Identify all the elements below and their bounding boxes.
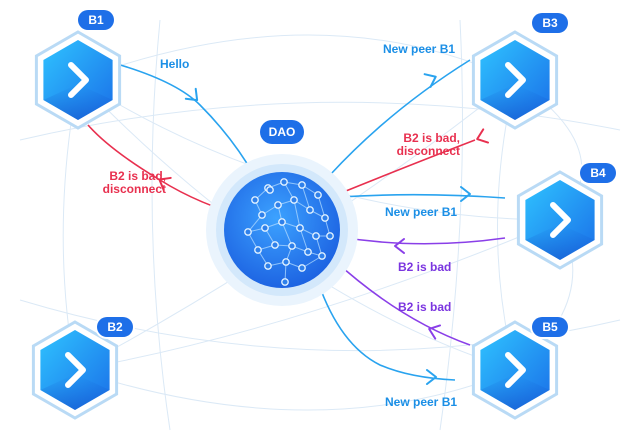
dao-network-dot <box>264 262 272 270</box>
arrowhead-icon <box>423 73 437 88</box>
edge-b1-to-dao <box>109 61 259 183</box>
arrowhead-icon <box>428 324 442 340</box>
chevron-right-icon <box>505 352 526 388</box>
dao-network-dot <box>296 224 304 232</box>
edge-dao-to-b3 <box>329 59 471 176</box>
node-hex-shade <box>525 224 595 260</box>
dao-network-link <box>317 194 326 219</box>
dao-network-dot <box>282 258 290 266</box>
edge-layer <box>87 59 506 385</box>
edge-line <box>339 193 506 199</box>
dao-network-dot <box>321 214 329 222</box>
edge-label-b2-bad-b4: B2 is bad <box>398 260 452 274</box>
node-b5 <box>471 320 559 420</box>
node-hex-shade <box>40 374 110 410</box>
dao-network-link <box>293 199 301 229</box>
edge-line <box>333 259 471 346</box>
edge-dao-to-b5 <box>317 281 456 385</box>
node-badge-b4: B4 <box>580 163 616 183</box>
dao-network-dot <box>290 196 298 204</box>
dao-network-dot <box>306 206 314 214</box>
edge-b3-to-dao <box>335 128 490 196</box>
node-b1 <box>34 30 122 130</box>
dao-network-dot <box>251 196 259 204</box>
dao-network-link <box>301 184 311 211</box>
node-layer <box>31 30 604 420</box>
dao-network-dot <box>318 252 326 260</box>
node-hex-shade <box>480 84 550 120</box>
edge-line <box>339 236 506 245</box>
dao-network-dot <box>274 201 282 209</box>
dao-network-dot <box>261 224 269 232</box>
dao-network-dot <box>314 191 322 199</box>
dao-network-dot <box>298 181 306 189</box>
dao-network-link <box>281 221 293 247</box>
dao-network-icon <box>244 178 334 286</box>
dao-network-dot <box>271 241 279 249</box>
dao-network-link <box>299 227 309 253</box>
dao-network-dot <box>278 218 286 226</box>
edge-dao-to-b4 <box>339 186 506 202</box>
node-b2 <box>31 320 119 420</box>
node-hex-shade <box>480 374 550 410</box>
edge-line <box>335 139 476 196</box>
arrowhead-icon <box>394 238 405 254</box>
dao-badge: DAO <box>260 120 304 144</box>
arrowhead-icon <box>476 128 490 144</box>
dao-network-dot <box>266 186 274 194</box>
dao-hub <box>206 154 358 306</box>
dao-network-dot <box>304 248 312 256</box>
dao-network-dot <box>280 178 288 186</box>
dao-network-dot <box>288 242 296 250</box>
node-badge-b5: B5 <box>532 317 568 337</box>
node-b4 <box>516 170 604 270</box>
edge-line <box>317 281 456 381</box>
edge-label-b2-bad-b5: B2 is bad <box>398 300 452 314</box>
arrowhead-icon <box>426 369 437 385</box>
chevron-right-icon <box>68 62 89 98</box>
chevron-right-icon <box>505 62 526 98</box>
edge-label-hello: Hello <box>160 57 190 71</box>
dao-network-dot <box>326 232 334 240</box>
dao-network-dot <box>254 246 262 254</box>
node-badge-b1: B1 <box>78 10 114 30</box>
arrowhead-icon <box>158 176 172 192</box>
node-b3 <box>471 30 559 130</box>
dao-network-dot <box>298 264 306 272</box>
edge-dao-to-b5 <box>333 259 471 346</box>
dao-core <box>224 172 340 288</box>
chevron-right-icon <box>65 352 86 388</box>
dao-network-dot <box>312 232 320 240</box>
edge-line <box>109 61 259 183</box>
chevron-right-icon <box>550 202 571 238</box>
edge-label-new-peer-b5: New peer B1 <box>385 395 458 409</box>
node-badge-b2: B2 <box>97 317 133 337</box>
edge-label-b2-bad-disconnect-right: B2 is bad, disconnect <box>396 131 460 158</box>
dao-network-dot <box>258 211 266 219</box>
node-hex-shade <box>43 84 113 120</box>
arrowhead-icon <box>184 87 199 102</box>
edge-b4-to-dao <box>339 236 506 254</box>
arrowhead-icon <box>460 186 471 202</box>
dao-network-dot <box>281 278 289 286</box>
edge-label-new-peer-b4: New peer B1 <box>385 205 458 219</box>
dao-network-dot <box>244 228 252 236</box>
edge-label-b2-bad-disconnect-left: B2 is bad, disconnect <box>102 169 166 196</box>
node-badge-b3: B3 <box>532 13 568 33</box>
edge-line <box>329 59 471 176</box>
edge-label-new-peer-b3: New peer B1 <box>383 42 456 56</box>
